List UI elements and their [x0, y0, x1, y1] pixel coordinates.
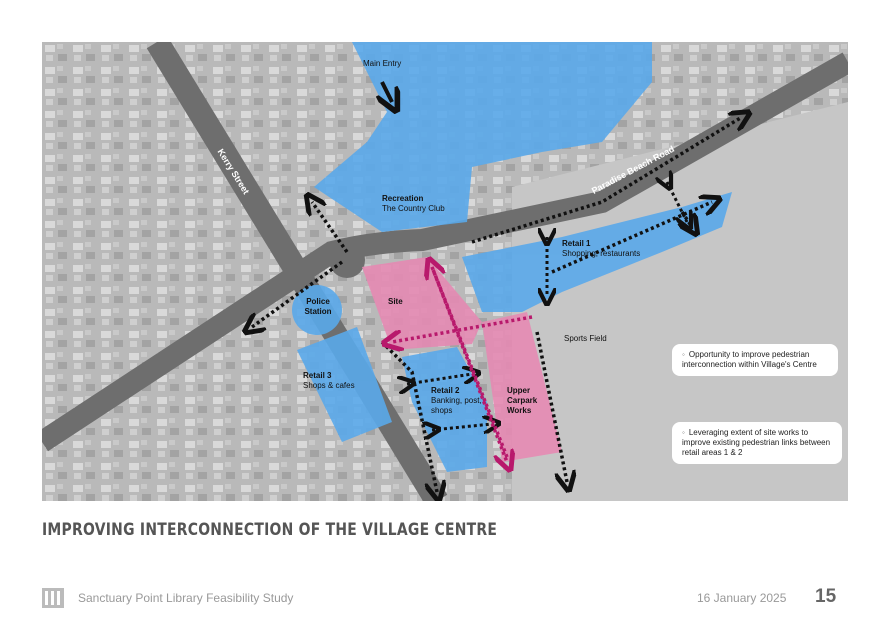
main-entry-arrow — [382, 81, 392, 102]
retail1-label: Retail 1 Shopping, restaurants — [562, 239, 640, 259]
arrow-kerry-north — [312, 202, 349, 254]
footer-date: 16 January 2025 — [697, 591, 787, 605]
upper-carpark-zone — [482, 312, 562, 462]
retail3-subtitle: Shops & cafes — [303, 381, 355, 390]
footer-study-title: Sanctuary Point Library Feasibility Stud… — [78, 591, 294, 605]
site-map: Main Entry Kerry Street Paradise Beach R… — [42, 42, 848, 501]
roundabout — [329, 242, 365, 278]
retail3-zone — [297, 327, 392, 442]
site-label: Site — [388, 297, 403, 307]
upper-line2: Carpark — [507, 396, 538, 405]
map-graphic — [42, 42, 848, 501]
callout-interconnection: ◦Opportunity to improve pedestrian inter… — [672, 344, 838, 376]
upper-line1: Upper — [507, 386, 531, 395]
page-heading: IMPROVING INTERCONNECTION OF THE VILLAGE… — [42, 520, 498, 540]
callout2-bullet: ◦ — [682, 428, 685, 437]
arrow-retail2-upper — [407, 374, 472, 384]
callout2-text: Leveraging extent of site works to impro… — [682, 428, 831, 457]
retail2-label: Retail 2 Banking, post, shops — [431, 386, 482, 416]
retail3-label: Retail 3 Shops & cafes — [303, 371, 355, 391]
retail3-title: Retail 3 — [303, 371, 332, 380]
arrow-retail2-lower — [432, 424, 492, 430]
upper-carpark-label: Upper Carpark Works — [507, 386, 537, 416]
retail2-sub2: shops — [431, 406, 453, 415]
recreation-subtitle: The Country Club — [382, 204, 445, 213]
police-line2: Station — [304, 307, 332, 316]
upper-line3: Works — [507, 406, 532, 415]
arrow-site-south — [430, 266, 507, 462]
callout1-bullet: ◦ — [682, 350, 685, 359]
arrow-retail1-right — [667, 182, 687, 222]
arrow-paradise-west — [252, 260, 344, 327]
retail1-subtitle: Shopping, restaurants — [562, 249, 641, 258]
site-title: Site — [388, 297, 403, 306]
main-entry-label: Main Entry — [363, 59, 402, 68]
site-zone — [362, 257, 482, 350]
retail2-sub1: Banking, post, — [431, 396, 482, 405]
recreation-label: Recreation The Country Club — [382, 194, 445, 214]
police-station-zone — [292, 285, 342, 335]
page-number: 15 — [815, 586, 837, 607]
police-label: Police Station — [298, 297, 338, 317]
arrow-sports-field-south — [535, 331, 567, 482]
sports-field-label: Sports Field — [564, 334, 607, 343]
police-line1: Police — [306, 297, 330, 306]
callout-retail-links: ◦Leveraging extent of site works to impr… — [672, 422, 842, 464]
recreation-title: Recreation — [382, 194, 424, 203]
retail2-title: Retail 2 — [431, 386, 460, 395]
retail1-title: Retail 1 — [562, 239, 591, 248]
callout1-text: Opportunity to improve pedestrian interc… — [682, 350, 817, 369]
logo-icon — [42, 588, 64, 608]
